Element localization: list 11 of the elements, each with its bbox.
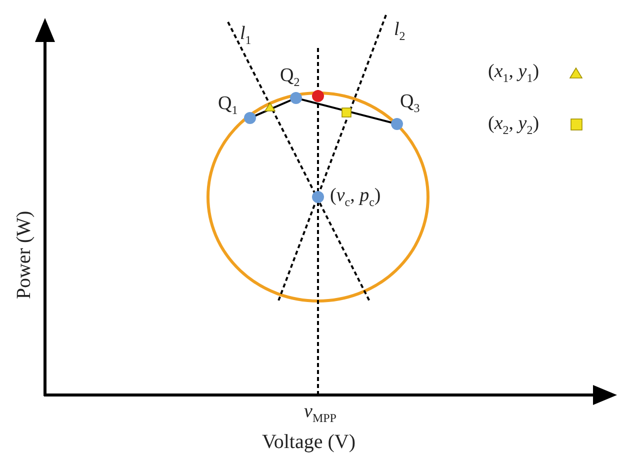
point-label: Q$_{1}$ (218, 94, 238, 116)
line-label: l$_{1}$ (240, 24, 252, 46)
legend-label: (x$_{1}$, y$_{1}$) (488, 62, 540, 84)
legend-label: (x$_{2}$, y$_{2}$) (488, 114, 540, 136)
line-label: l$_{2}$ (394, 20, 406, 42)
axis-label: Voltage (V) (262, 432, 356, 452)
axis-tick-label: v$_{MPP}$ (304, 402, 336, 424)
point-label: Q$_{2}$ (280, 66, 300, 88)
point-label: Q$_{3}$ (400, 92, 420, 114)
axis-label: Power (W) (14, 210, 34, 300)
point-label: (v$_{c}$, p$_{c}$) (330, 186, 381, 208)
